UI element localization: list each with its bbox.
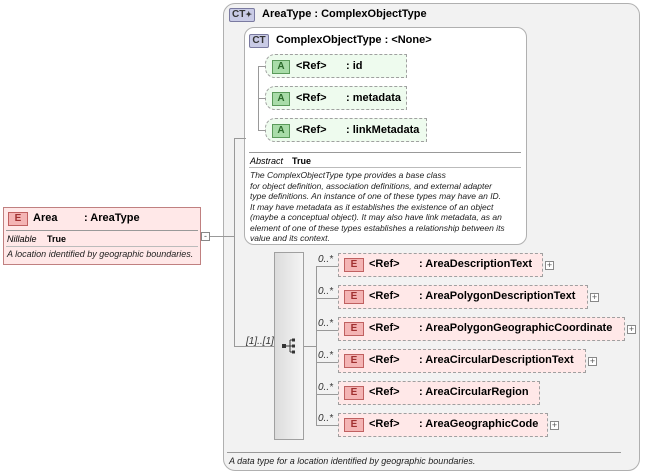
complex-type-icon: CT✦	[229, 8, 255, 22]
element-description: A location identified by geographic boun…	[7, 249, 194, 259]
child-name: : AreaGeographicCode	[419, 418, 539, 430]
child-cardinality: 0..*	[318, 286, 334, 297]
child-ref: <Ref>	[369, 354, 400, 366]
divider	[249, 152, 521, 153]
branch-connector	[316, 266, 317, 425]
child-ref-box[interactable]	[338, 253, 543, 277]
branch-connector	[316, 298, 338, 299]
child-name: : AreaCircularRegion	[419, 386, 529, 398]
expand-icon[interactable]: -	[201, 232, 210, 241]
expand-icon[interactable]: +	[588, 356, 597, 366]
attribute-linkmetadata[interactable]: A <Ref> : linkMetadata	[265, 118, 427, 142]
element-icon: E	[344, 354, 364, 368]
child-ref-box[interactable]	[338, 317, 625, 341]
element-icon: E	[344, 290, 364, 304]
child-ref: <Ref>	[369, 322, 400, 334]
divider	[249, 167, 521, 168]
abstract-label: Abstract	[250, 156, 284, 166]
attribute-icon: A	[272, 124, 290, 138]
element-icon: E	[344, 258, 364, 272]
sequence-connector	[234, 346, 274, 347]
child-ref: <Ref>	[369, 386, 400, 398]
attribute-name: : metadata	[346, 92, 402, 104]
divider	[6, 246, 198, 247]
branch-connector	[304, 346, 316, 347]
branch-connector	[316, 425, 338, 426]
attribute-metadata[interactable]: A <Ref> : metadata	[265, 86, 407, 110]
child-cardinality: 0..*	[318, 382, 334, 393]
divider	[6, 230, 198, 231]
description-line: The ComplexObjectType type provides a ba…	[250, 170, 446, 180]
description-line: element of one of these types establishe…	[250, 222, 505, 233]
nillable-value: True	[47, 234, 67, 244]
attribute-ref: <Ref>	[296, 60, 327, 72]
child-ref-box[interactable]	[338, 413, 548, 437]
child-ref: <Ref>	[369, 290, 400, 302]
branch-connector	[316, 266, 338, 267]
child-cardinality: 0..*	[318, 413, 334, 424]
description-line: It may have metadata as it establishes t…	[250, 201, 494, 212]
attribute-id[interactable]: A <Ref> : id	[265, 54, 407, 78]
nillable-label: Nillable	[7, 234, 37, 244]
child-cardinality: 0..*	[318, 318, 334, 329]
abstract-value: True	[292, 156, 312, 166]
branch-connector	[316, 362, 338, 363]
sequence-icon	[282, 338, 295, 354]
child-name: : AreaCircularDescriptionText	[419, 354, 574, 366]
element-connector	[210, 236, 234, 237]
element-icon: E	[8, 212, 28, 226]
attribute-icon: A	[272, 92, 290, 106]
child-name: : AreaPolygonGeographicCoordinate	[419, 322, 613, 334]
areatype-title: AreaType : ComplexObjectType	[262, 8, 427, 20]
child-cardinality: 0..*	[318, 350, 334, 361]
element-icon: E	[344, 418, 364, 432]
complex-type-badge-text: CT	[231, 9, 246, 20]
attribute-connector	[258, 66, 266, 67]
trunk-connector	[234, 138, 246, 139]
child-name: : AreaDescriptionText	[419, 258, 533, 270]
child-name: : AreaPolygonDescriptionText	[419, 290, 576, 302]
description-line: value and its context.	[250, 233, 330, 243]
area-element-box[interactable]	[3, 207, 201, 265]
description-line: for object definition, association defin…	[250, 180, 492, 191]
branch-connector	[316, 330, 338, 331]
complexobjecttype-title: ComplexObjectType : <None>	[276, 34, 432, 46]
complex-type-icon: CT	[249, 34, 269, 48]
areatype-description: A data type for a location identified by…	[229, 456, 476, 466]
expand-icon[interactable]: +	[545, 260, 554, 270]
trunk-connector	[234, 138, 235, 346]
child-ref-box[interactable]	[338, 285, 588, 309]
child-ref-box[interactable]	[338, 349, 586, 373]
description-line: type definitions. An instance of one of …	[250, 191, 502, 201]
element-name: Area	[33, 212, 58, 224]
branch-connector	[316, 394, 338, 395]
divider	[227, 452, 621, 453]
element-icon: E	[344, 322, 364, 336]
child-cardinality: 0..*	[318, 254, 334, 265]
description-line: (maybe a conceptual object). It may also…	[250, 212, 502, 222]
child-ref: <Ref>	[369, 258, 400, 270]
attribute-icon: A	[272, 60, 290, 74]
attribute-connector	[258, 130, 266, 131]
attribute-connector	[258, 98, 266, 99]
attribute-name: : id	[346, 60, 363, 72]
child-ref: <Ref>	[369, 418, 400, 430]
expand-icon[interactable]: +	[590, 292, 599, 302]
expand-icon[interactable]: +	[627, 324, 636, 334]
element-icon: E	[344, 386, 364, 400]
sequence-cardinality: [1]..[1]	[246, 336, 274, 347]
element-type: : AreaType	[84, 212, 140, 224]
child-ref-box[interactable]	[338, 381, 540, 405]
attribute-name: : linkMetadata	[346, 124, 420, 136]
attribute-ref: <Ref>	[296, 124, 327, 136]
expand-icon[interactable]: +	[550, 420, 559, 430]
complexobjecttype-description: The ComplexObjectType type provides a ba…	[250, 170, 526, 244]
attribute-ref: <Ref>	[296, 92, 327, 104]
